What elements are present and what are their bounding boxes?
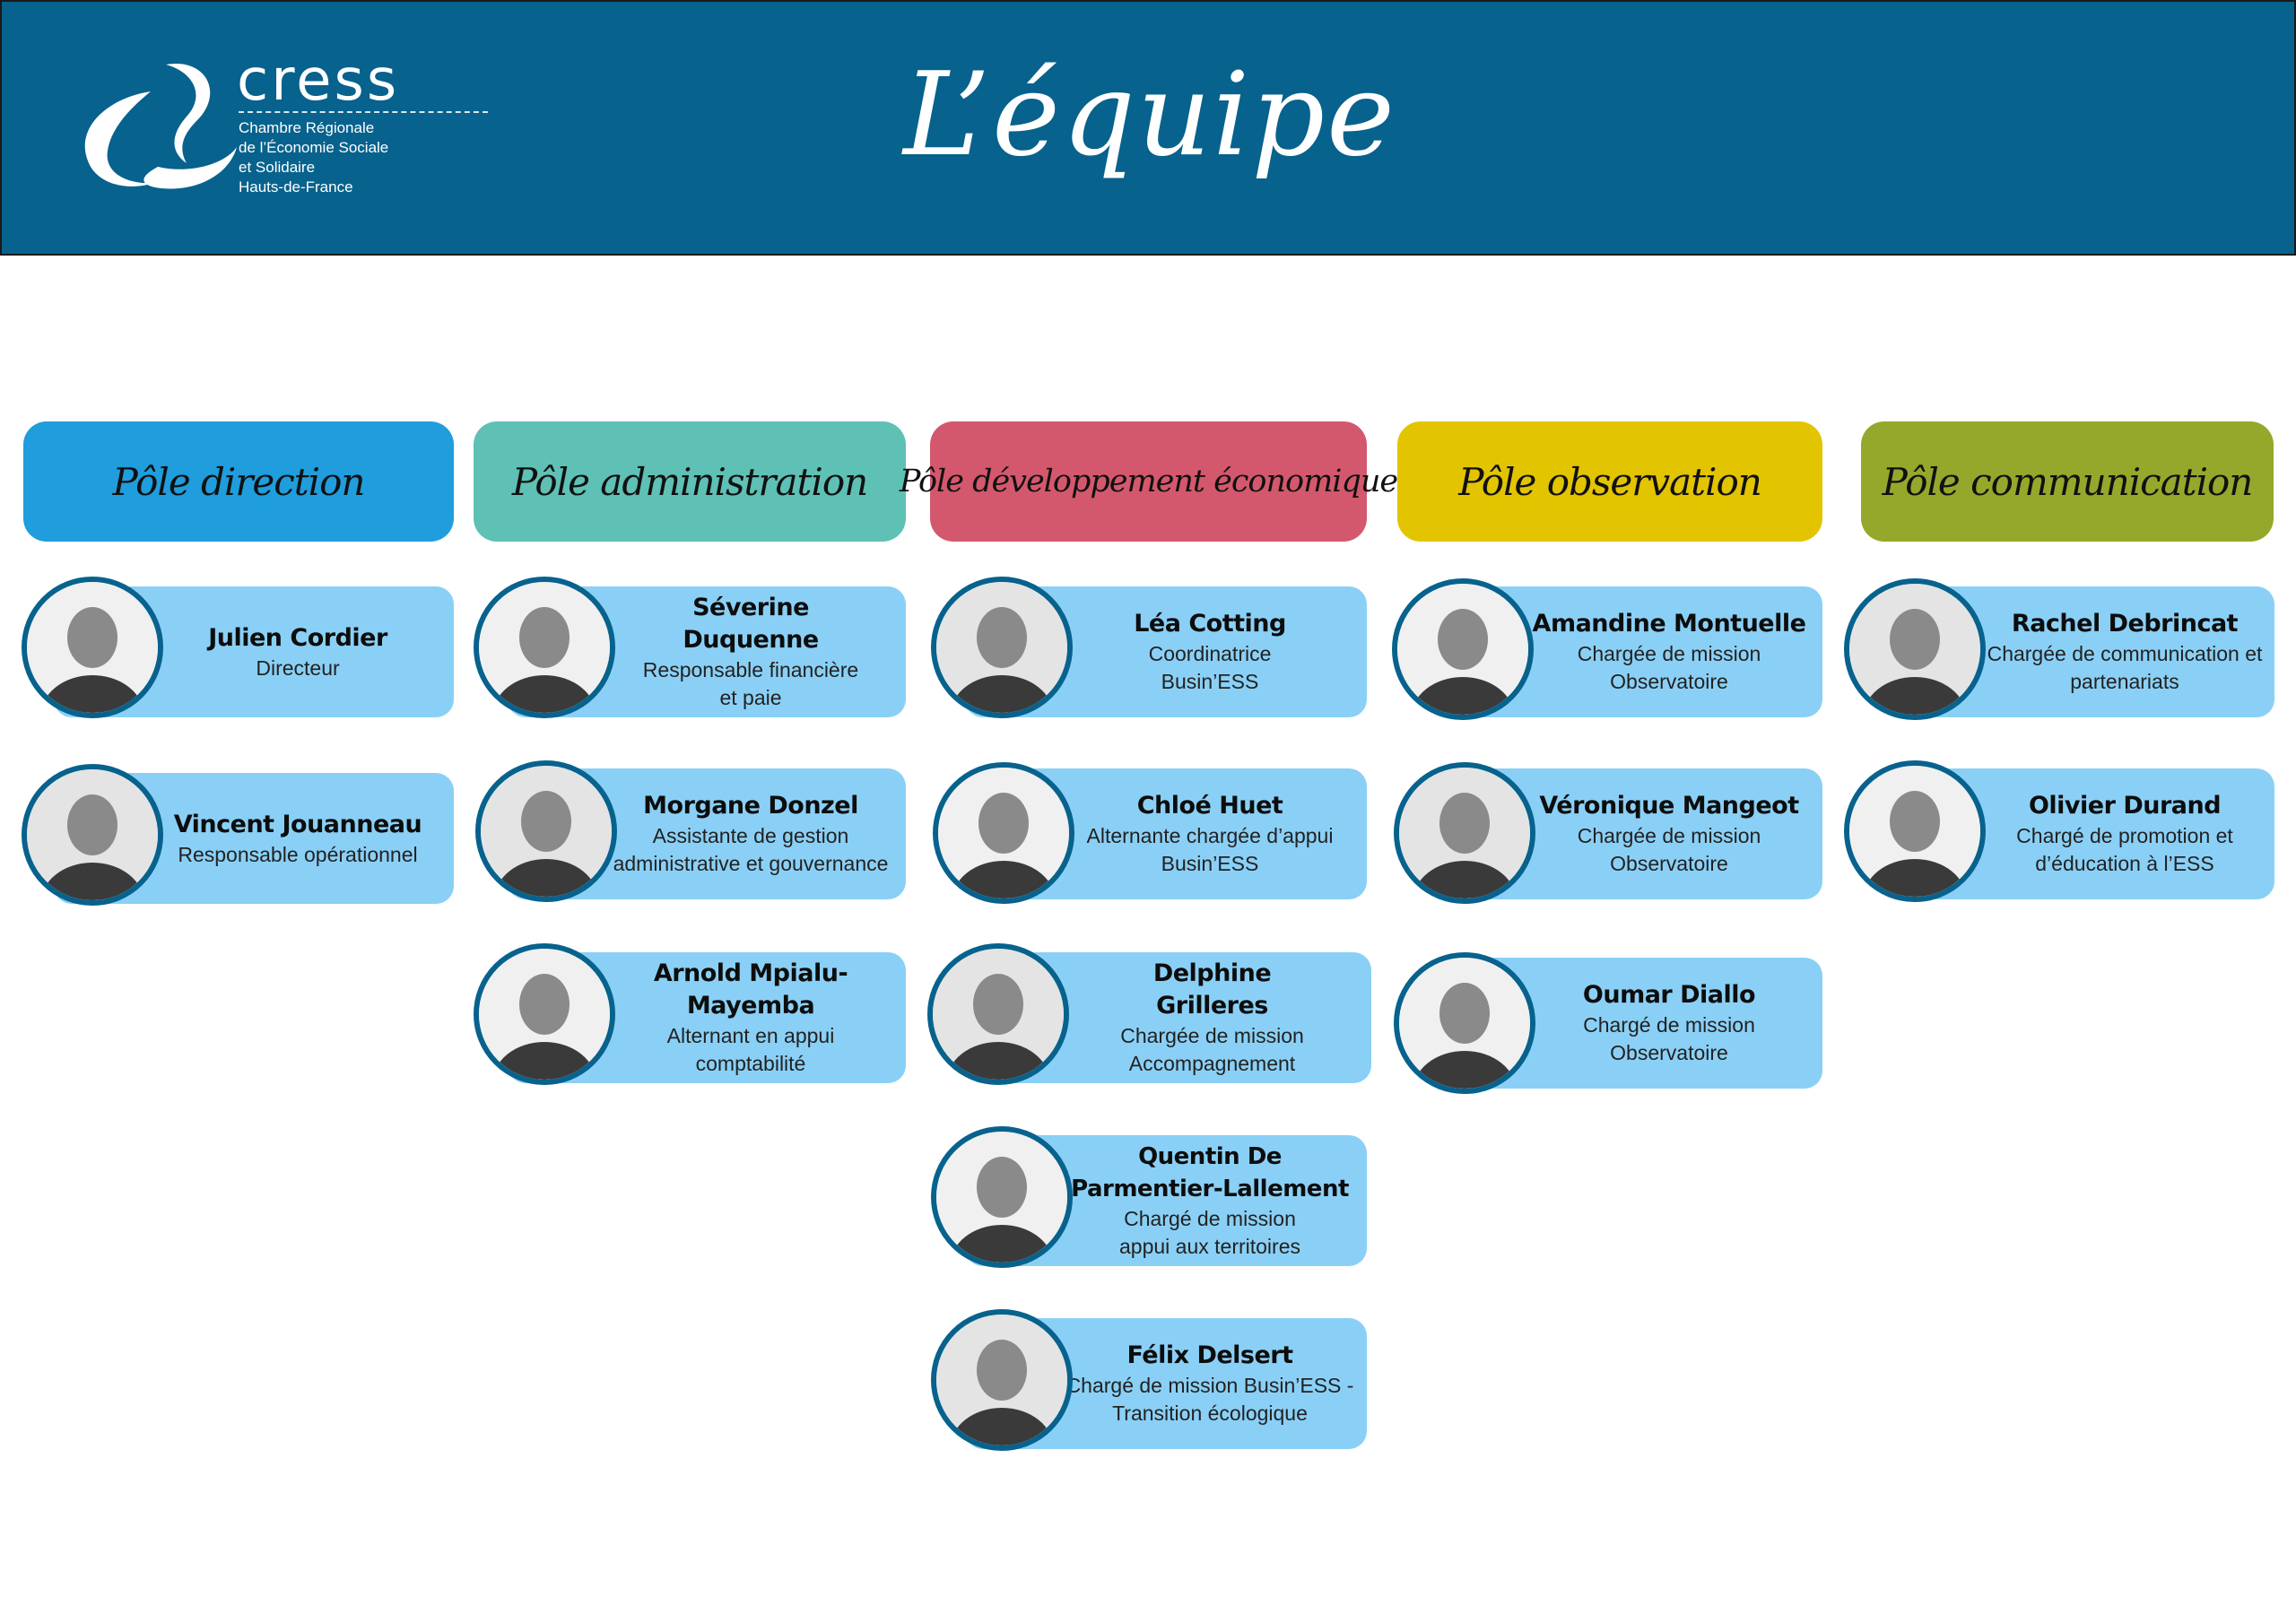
pole-direction-header: Pôle direction xyxy=(23,421,454,542)
member-name: Amandine Montuelle xyxy=(1532,610,1806,638)
member-name: Séverine Duquenne xyxy=(683,594,819,654)
member-photo xyxy=(927,943,1069,1085)
person-silhouette-icon xyxy=(481,766,612,897)
logo-line: Hauts-de-France xyxy=(239,178,353,195)
logo-subtitle: Chambre Régionale de l’Économie Sociale … xyxy=(239,118,388,197)
member-photo xyxy=(1394,762,1535,904)
person-silhouette-icon xyxy=(1849,766,1980,897)
member-name: Quentin De Parmentier-Lallement xyxy=(1071,1143,1349,1202)
person-silhouette-icon xyxy=(1397,584,1528,715)
pole-title: Pôle observation xyxy=(1458,459,1762,504)
person-silhouette-icon xyxy=(1399,768,1530,898)
member-name: Rachel Debrincat xyxy=(2011,610,2239,638)
member-role: Directeur xyxy=(256,655,340,680)
pole-title: Pôle communication xyxy=(1882,459,2254,504)
member-name: Félix Delsert xyxy=(1126,1341,1293,1369)
person-silhouette-icon xyxy=(1849,584,1980,715)
member-photo xyxy=(1392,578,1534,720)
member-photo xyxy=(1394,952,1535,1094)
logo-line: de l’Économie Sociale xyxy=(239,139,389,156)
member-name: Léa Cotting xyxy=(1134,610,1286,638)
member-role: Assistante de gestion administrative et … xyxy=(613,824,889,875)
logo-divider xyxy=(239,111,488,113)
member-name: Chloé Huet xyxy=(1136,792,1283,820)
pole-developpement-header: Pôle développement économique xyxy=(900,421,1398,542)
person-silhouette-icon xyxy=(479,949,610,1080)
logo-line: et Solidaire xyxy=(239,159,316,176)
person-silhouette-icon xyxy=(936,1132,1067,1263)
pole-title: Pôle administration xyxy=(511,459,868,504)
person-silhouette-icon xyxy=(1399,958,1530,1089)
member-role: Alternante chargée d’appui Busin’ESS xyxy=(1086,824,1334,875)
member-photo xyxy=(931,1126,1073,1268)
member-photo xyxy=(933,762,1074,904)
member-photo xyxy=(931,1309,1073,1451)
member-photo xyxy=(474,943,615,1085)
member-name: Delphine Grilleres xyxy=(1152,959,1272,1020)
cress-logo: cress Chambre Régionale de l’Économie So… xyxy=(72,52,488,201)
member-role: Chargé de mission Observatoire xyxy=(1583,1013,1755,1064)
member-role: Coordinatrice Busin’ESS xyxy=(1148,642,1272,693)
member-name: Olivier Durand xyxy=(2028,792,2222,820)
member-role: Chargé de mission appui aux territoires xyxy=(1119,1207,1300,1258)
header-banner: cress Chambre Régionale de l’Économie So… xyxy=(0,0,2296,256)
pole-observation-header: Pôle observation xyxy=(1397,421,1822,542)
member-role: Chargé de promotion et d’éducation à l’E… xyxy=(2016,824,2233,875)
member-name: Véronique Mangeot xyxy=(1539,792,1799,820)
member-photo xyxy=(1844,760,1986,902)
pole-title: Pôle direction xyxy=(112,459,366,504)
person-silhouette-icon xyxy=(938,768,1069,898)
member-role: Responsable opérationnel xyxy=(178,842,418,866)
member-name: Arnold Mpialu-Mayemba xyxy=(653,959,848,1020)
member-role: Alternant en appui comptabilité xyxy=(666,1024,835,1075)
member-name: Morgane Donzel xyxy=(643,792,858,820)
person-silhouette-icon xyxy=(933,949,1064,1080)
member-name: Oumar Diallo xyxy=(1582,981,1756,1009)
member-photo xyxy=(1844,578,1986,720)
pole-communication-header: Pôle communication xyxy=(1861,421,2274,542)
member-role: Chargée de mission Observatoire xyxy=(1577,642,1761,693)
pole-administration-header: Pôle administration xyxy=(474,421,906,542)
member-name: Vincent Jouanneau xyxy=(173,810,422,838)
member-photo xyxy=(931,577,1073,718)
member-photo xyxy=(475,760,617,902)
person-silhouette-icon xyxy=(936,582,1067,713)
person-silhouette-icon xyxy=(27,769,158,900)
logo-wordmark: cress xyxy=(237,48,400,114)
cress-swirl-icon xyxy=(84,63,237,189)
page-title: L’équipe xyxy=(903,48,1396,182)
person-silhouette-icon xyxy=(479,582,610,713)
member-role: Responsable financière et paie xyxy=(642,658,859,709)
person-silhouette-icon xyxy=(936,1315,1067,1445)
member-role: Chargée de mission Observatoire xyxy=(1577,824,1761,875)
member-photo xyxy=(22,764,163,906)
member-name: Julien Cordier xyxy=(208,623,387,652)
logo-line: Chambre Régionale xyxy=(239,119,375,136)
member-role: Chargé de mission Busin’ESS - Transition… xyxy=(1065,1374,1354,1425)
member-role: Chargée de communication et partenariats xyxy=(1987,642,2263,693)
member-photo xyxy=(474,577,615,718)
member-role: Chargée de mission Accompagnement xyxy=(1120,1024,1304,1075)
person-silhouette-icon xyxy=(27,582,158,713)
pole-title: Pôle développement économique xyxy=(899,464,1398,499)
member-photo xyxy=(22,577,163,718)
